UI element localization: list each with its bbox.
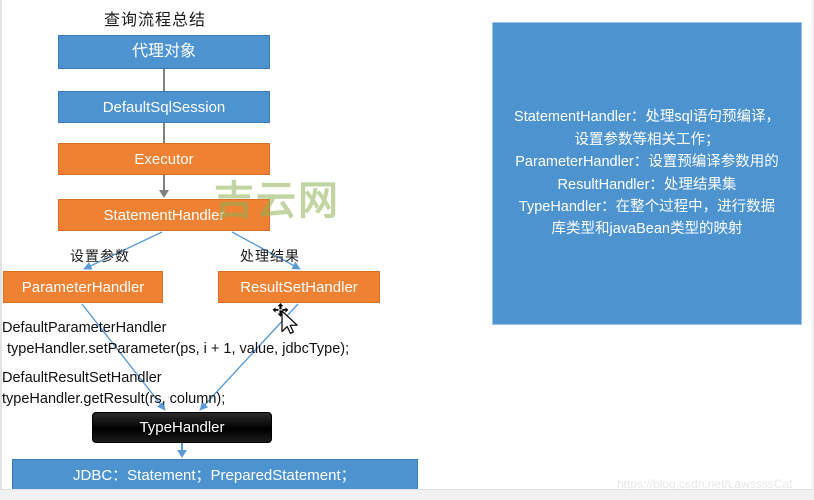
info-panel-line-4: ResultHandler：处理结果集 (557, 176, 737, 193)
flow-node-default-sql-session[interactable]: DefaultSqlSession (58, 91, 270, 123)
info-panel-line-6: 库类型和javaBean类型的映射 (551, 221, 743, 238)
page-title: 查询流程总结 (104, 12, 207, 29)
arrowhead-executor-to-stmt (159, 190, 169, 198)
note-default-result-set-handler: DefaultResultSetHandler typeHandler.getR… (2, 368, 225, 410)
flow-node-jdbc[interactable]: JDBC：Statement；PreparedStatement； (12, 459, 418, 491)
info-panel-line-5: TypeHandler：在整个过程中，进行数据 (518, 198, 776, 215)
page-bottom-border (0, 489, 814, 500)
edge-label-handle-result: 处理结果 (240, 248, 300, 264)
flow-node-proxy[interactable]: 代理对象 (58, 35, 270, 69)
note-line-code: typeHandler.getResult(rs, column); (2, 391, 226, 408)
edge-label-set-parameter: 设置参数 (70, 248, 130, 264)
info-panel-line-2: 设置参数等相关工作； (574, 131, 720, 148)
info-panel-line-3: ParameterHandler：设置预编译参数用的 (515, 154, 779, 171)
flow-node-parameter-handler[interactable]: ParameterHandler (3, 271, 163, 303)
note-default-parameter-handler: DefaultParameterHandler typeHandler.setP… (2, 318, 349, 360)
page-left-border (0, 0, 2, 500)
flow-node-type-handler[interactable]: TypeHandler (92, 412, 272, 443)
arrowhead-type-to-jdbc (177, 450, 187, 458)
flow-node-result-set-handler[interactable]: ResultSetHandler (218, 271, 380, 303)
flow-node-executor[interactable]: Executor (58, 143, 270, 175)
connector-proxy-to-session (163, 69, 165, 91)
info-panel: StatementHandler：处理sql语句预编译， 设置参数等相关工作； … (492, 22, 802, 325)
info-panel-text: StatementHandler：处理sql语句预编译， 设置参数等相关工作； … (506, 106, 788, 241)
flow-node-statement-handler[interactable]: StatementHandler (58, 199, 270, 231)
note-line-title: DefaultResultSetHandler (2, 370, 162, 386)
info-panel-line-1: StatementHandler：处理sql语句预编译， (514, 109, 780, 126)
connector-session-to-executor (163, 123, 165, 143)
connector-type-to-jdbc (181, 443, 183, 452)
page-right-border (812, 0, 814, 500)
note-line-code: typeHandler.setParameter(ps, i + 1, valu… (7, 341, 350, 358)
note-line-title: DefaultParameterHandler (2, 320, 167, 336)
connector-executor-to-stmt (163, 175, 165, 191)
